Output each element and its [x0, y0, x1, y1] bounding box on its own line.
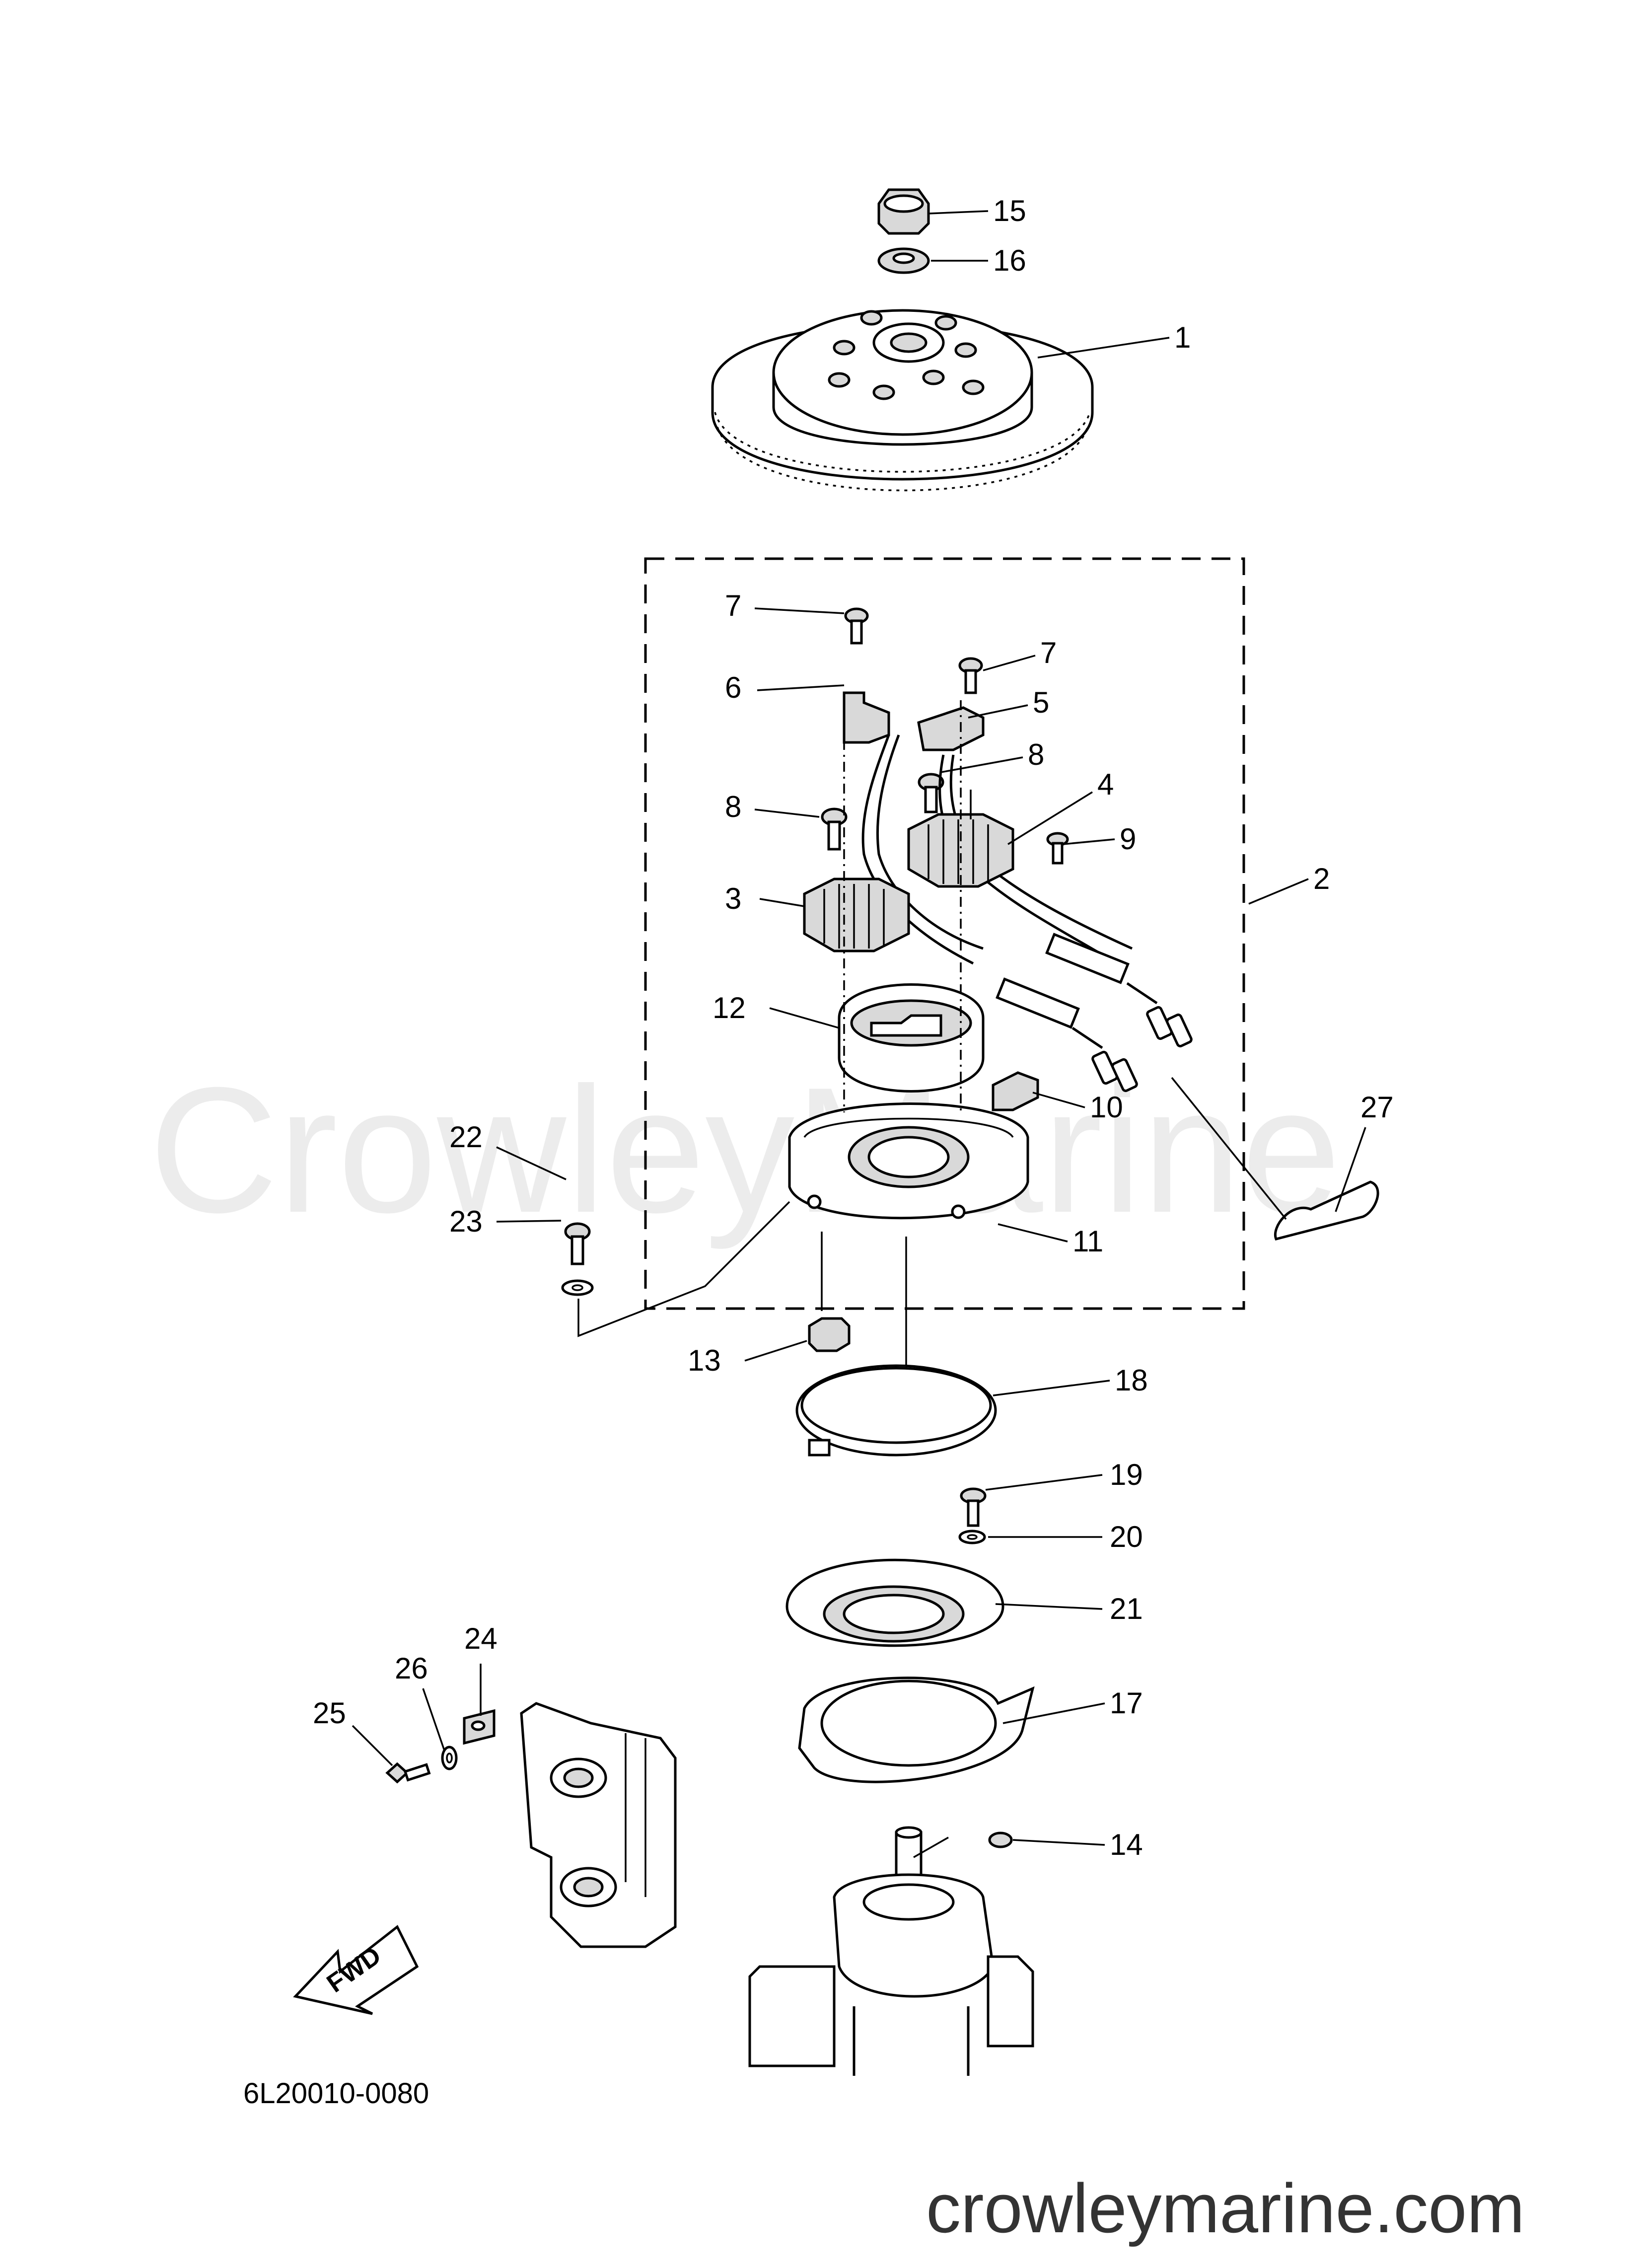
leader-22-23 [577, 1201, 790, 1337]
part-10-clamp[interactable] [992, 1071, 1039, 1111]
part-14-key[interactable] [988, 1831, 1013, 1848]
callout-18[interactable]: 18 [1115, 1364, 1148, 1397]
part-25-screw[interactable] [385, 1762, 431, 1784]
forward-arrow-icon: FWD [293, 1925, 419, 2015]
part-7-screw[interactable] [844, 607, 869, 645]
callout-17[interactable]: 17 [1110, 1686, 1143, 1720]
part-9-screw[interactable] [1046, 832, 1069, 865]
callout-12[interactable]: 12 [713, 991, 746, 1024]
watermark-text: CrowleyMarine [149, 1050, 1341, 1251]
diagram-code: 6L20010-0080 [243, 2077, 429, 2110]
callout-23[interactable]: 23 [449, 1205, 483, 1238]
part-7-screw[interactable] [958, 657, 983, 694]
part-8-screw[interactable] [821, 807, 848, 851]
callout-6[interactable]: 6 [725, 671, 741, 704]
part-20-washer[interactable] [958, 1530, 986, 1544]
part-18-ring[interactable] [795, 1364, 997, 1457]
intake-manifold [520, 1702, 677, 1948]
callout-10[interactable]: 10 [1090, 1091, 1123, 1124]
part-19-bolt[interactable] [960, 1487, 987, 1527]
callout-27[interactable]: 27 [1360, 1091, 1394, 1124]
callout-5[interactable]: 5 [1033, 686, 1049, 719]
callout-24[interactable]: 24 [464, 1622, 498, 1655]
part-1-flywheel[interactable] [711, 309, 1094, 492]
part-23-washer[interactable] [561, 1279, 594, 1296]
callout-21[interactable]: 21 [1110, 1592, 1143, 1625]
callout-1[interactable]: 1 [1174, 321, 1191, 354]
callout-labels: 15 16 1 7 7 6 5 8 8 4 9 3 2 12 10 27 22 … [313, 194, 1394, 1861]
part-26-washer[interactable] [441, 1746, 458, 1770]
callout-20[interactable]: 20 [1110, 1520, 1143, 1553]
part-3-coil[interactable] [803, 878, 910, 952]
callout-8[interactable]: 8 [725, 790, 741, 823]
footer-site-url[interactable]: crowleymarine.com [926, 2169, 1525, 2247]
connector-terminals [1091, 1006, 1193, 1093]
part-21-plate[interactable] [785, 1558, 1004, 1647]
callout-25[interactable]: 25 [313, 1696, 346, 1730]
callout-4[interactable]: 4 [1097, 768, 1114, 801]
part-12-coil-holder[interactable] [838, 983, 985, 1093]
part-5-clamp[interactable] [917, 706, 985, 751]
callout-15[interactable]: 15 [993, 194, 1026, 227]
callout-8[interactable]: 8 [1028, 738, 1044, 771]
callout-3[interactable]: 3 [725, 882, 741, 915]
callout-11[interactable]: 11 [1072, 1225, 1103, 1258]
callout-16[interactable]: 16 [993, 244, 1026, 277]
callout-26[interactable]: 26 [395, 1652, 428, 1685]
part-11-base[interactable] [788, 1102, 1029, 1220]
callout-7[interactable]: 7 [725, 589, 741, 622]
part-16-washer[interactable] [877, 247, 930, 274]
part-8-screw[interactable] [918, 773, 944, 813]
crankcase [748, 1826, 1034, 2076]
callout-22[interactable]: 22 [449, 1120, 483, 1154]
callout-7[interactable]: 7 [1040, 636, 1057, 669]
part-15-nut[interactable] [877, 188, 930, 235]
part-4-coil[interactable] [907, 813, 1014, 888]
leader-lines [352, 210, 1366, 1858]
callout-19[interactable]: 19 [1110, 1458, 1143, 1491]
part-6-clamp[interactable] [843, 691, 890, 744]
assembly-2-boundary [644, 557, 1245, 1310]
part-22-screw[interactable] [564, 1222, 591, 1265]
part-13-bolt[interactable] [808, 1317, 851, 1352]
part-17-gasket[interactable] [798, 1677, 1035, 1783]
part-24-clip[interactable] [463, 1709, 496, 1745]
callout-14[interactable]: 14 [1110, 1828, 1143, 1861]
callout-9[interactable]: 9 [1120, 822, 1136, 856]
callout-13[interactable]: 13 [688, 1344, 721, 1377]
callout-2[interactable]: 2 [1313, 862, 1330, 895]
